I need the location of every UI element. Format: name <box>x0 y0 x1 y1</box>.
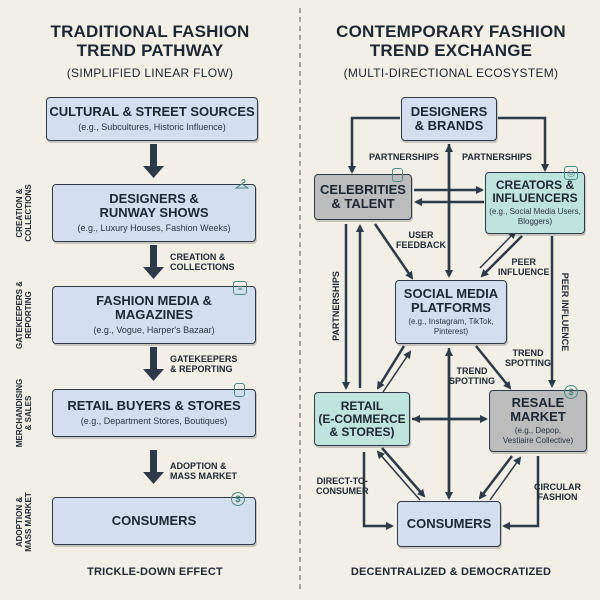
box-subtitle: (e.g., Vogue, Harper's Bazaar) <box>93 325 215 335</box>
box-title: CONSUMERS <box>111 513 197 528</box>
box-consumers-right: CONSUMERS <box>397 501 501 547</box>
dollar-icon: $ <box>564 385 578 399</box>
label-circular-fashion: CIRCULAR FASHION <box>534 482 581 502</box>
left-subtitle: (SIMPLIFIED LINEAR FLOW) <box>66 66 234 80</box>
box-fashion-media: FASHION MEDIA & MAGAZINES (e.g., Vogue, … <box>52 281 256 344</box>
box-title: SOCIAL MEDIA PLATFORMS <box>403 286 499 315</box>
side-label-creation: CREATION & COLLECTIONS <box>15 184 33 242</box>
magazine-icon: ≡ <box>233 281 247 295</box>
right-subtitle: (MULTI-DIRECTIONAL ECOSYSTEM) <box>343 66 559 80</box>
arrow-label-adoption: ADOPTION & MASS MARKET <box>170 461 237 481</box>
box-subtitle: (e.g., Luxury Houses, Fashion Weeks) <box>77 223 231 233</box>
label-trend-spotting-right: TREND SPOTTING <box>505 348 552 368</box>
right-title: CONTEMPORARY FASHION TREND EXCHANGE <box>336 22 566 60</box>
box-celebrities: CELEBRITIES & TALENT <box>314 168 412 220</box>
left-footer: TRICKLE-DOWN EFFECT <box>87 566 223 578</box>
box-title: RETAIL BUYERS & STORES <box>67 398 241 413</box>
box-title: CREATORS & INFLUENCERS <box>492 178 578 205</box>
box-creators-influencers: CREATORS & INFLUENCERS (e.g., Social Med… <box>485 166 585 234</box>
hanger-icon <box>234 178 250 192</box>
box-title: CULTURAL & STREET SOURCES <box>49 104 255 119</box>
box-title: FASHION MEDIA & MAGAZINES <box>96 293 212 322</box>
label-direct-to-consumer: DIRECT-TO- CONSUMER <box>316 476 369 496</box>
box-cultural-street-sources: CULTURAL & STREET SOURCES (e.g., Subcult… <box>46 97 258 141</box>
right-network-arrows <box>342 116 556 530</box>
camera-icon: ◎ <box>564 166 578 180</box>
box-title: DESIGNERS & RUNWAY SHOWS <box>99 191 209 220</box>
dollar-icon: $ <box>231 492 245 506</box>
arrow-label-creation: CREATION & COLLECTIONS <box>170 252 235 272</box>
left-title: TRADITIONAL FASHION TREND PATHWAY <box>50 22 250 60</box>
label-peer-influence-side: PEER INFLUENCE <box>560 272 570 352</box>
label-partnerships-left: PARTNERSHIPS <box>369 152 439 162</box>
phone-icon <box>234 383 245 397</box>
box-designers-runway: DESIGNERS & RUNWAY SHOWS (e.g., Luxury H… <box>52 178 256 242</box>
right-footer: DECENTRALIZED & DEMOCRATIZED <box>350 566 552 578</box>
box-subtitle: (e.g., Social Media Users, Bloggers) <box>489 207 581 226</box>
label-peer-influence-mid: PEER INFLUENCE <box>498 257 550 277</box>
box-subtitle: (e.g., Subcultures, Historic Influence) <box>78 122 226 132</box>
arrow-label-gatekeepers: GATEKEEPERS & REPORTING <box>170 354 238 374</box>
side-label-gatekeepers: GATEKEEPERS & REPORTING <box>15 281 33 349</box>
label-partnerships-side: PARTNERSHIPS <box>331 271 341 341</box>
left-flow-arrows <box>143 144 164 484</box>
box-title: CELEBRITIES & TALENT <box>320 182 406 211</box>
box-title: RESALE MARKET <box>510 395 566 424</box>
label-trend-spotting-left: TREND SPOTTING <box>449 366 496 386</box>
box-subtitle: (e.g., Department Stores, Boutiques) <box>80 416 228 426</box>
phone-icon <box>392 168 403 182</box>
side-label-adoption: ADOPTION & MASS MARKET <box>15 492 33 552</box>
box-designers-brands: DESIGNERS & BRANDS <box>401 97 497 141</box>
box-social-media: SOCIAL MEDIA PLATFORMS (e.g., Instagram,… <box>395 280 507 344</box>
box-title: RETAIL (E-COMMERCE & STORES) <box>318 398 406 439</box>
label-partnerships-right: PARTNERSHIPS <box>462 152 532 162</box>
box-retail-ecommerce: RETAIL (E-COMMERCE & STORES) <box>314 392 410 446</box>
label-user-feedback: USER FEEDBACK <box>396 230 447 250</box>
box-consumers-left: CONSUMERS $ <box>52 492 256 545</box>
box-subtitle: (e.g., Instagram, TikTok, Pinterest) <box>408 317 494 336</box>
box-retail-buyers: RETAIL BUYERS & STORES (e.g., Department… <box>52 383 256 437</box>
box-title: DESIGNERS & BRANDS <box>410 104 488 133</box>
box-resale-market: RESALE MARKET (e.g., Depop, Vestiaire Co… <box>489 385 587 452</box>
side-label-merchandising: MERCHANDISING & SALES <box>15 378 33 448</box>
box-title: CONSUMERS <box>406 516 492 531</box>
box-subtitle: (e.g., Depop, Vestiaire Collective) <box>502 426 574 445</box>
